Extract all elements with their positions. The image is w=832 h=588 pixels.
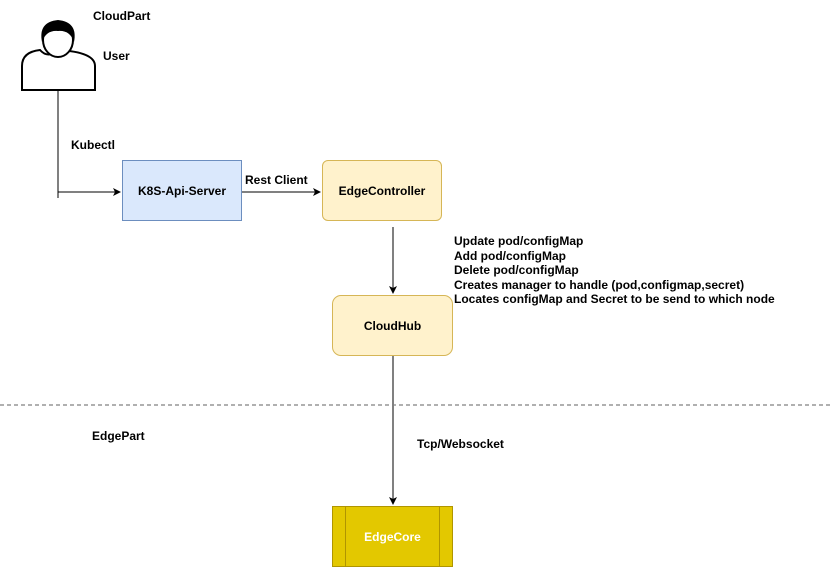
k8s-api-server-label: K8S-Api-Server (137, 183, 227, 198)
edge-core-label: EdgeCore (364, 529, 421, 544)
cloud-region-label: CloudPart (93, 9, 151, 23)
edge-core-left-bar (345, 507, 346, 566)
k8s-api-server-node[interactable]: K8S-Api-Server (122, 160, 242, 221)
controller-note: Delete pod/configMap (454, 263, 579, 277)
cloud-hub-node[interactable]: CloudHub (332, 295, 453, 356)
kubectl-label: Kubectl (71, 138, 116, 152)
edge-region-label: EdgePart (92, 429, 145, 443)
controller-note: Locates configMap and Secret to be send … (454, 292, 775, 306)
rest-client-label: Rest Client (245, 173, 308, 187)
edge-core-right-bar (439, 507, 440, 566)
cloud-hub-label: CloudHub (363, 318, 422, 333)
controller-notes: Update pod/configMap Add pod/configMap D… (454, 234, 775, 307)
edge-core-node[interactable]: EdgeCore (332, 506, 453, 567)
user-label: User (103, 49, 130, 63)
controller-note: Creates manager to handle (pod,configmap… (454, 277, 745, 292)
controller-note: Update pod/configMap (454, 234, 584, 248)
edge-controller-label: EdgeController (338, 183, 426, 198)
controller-note: Add pod/configMap (454, 248, 566, 263)
edge-controller-node[interactable]: EdgeController (322, 160, 442, 221)
tcp-websocket-label: Tcp/Websocket (417, 437, 504, 451)
user-icon (21, 20, 96, 91)
